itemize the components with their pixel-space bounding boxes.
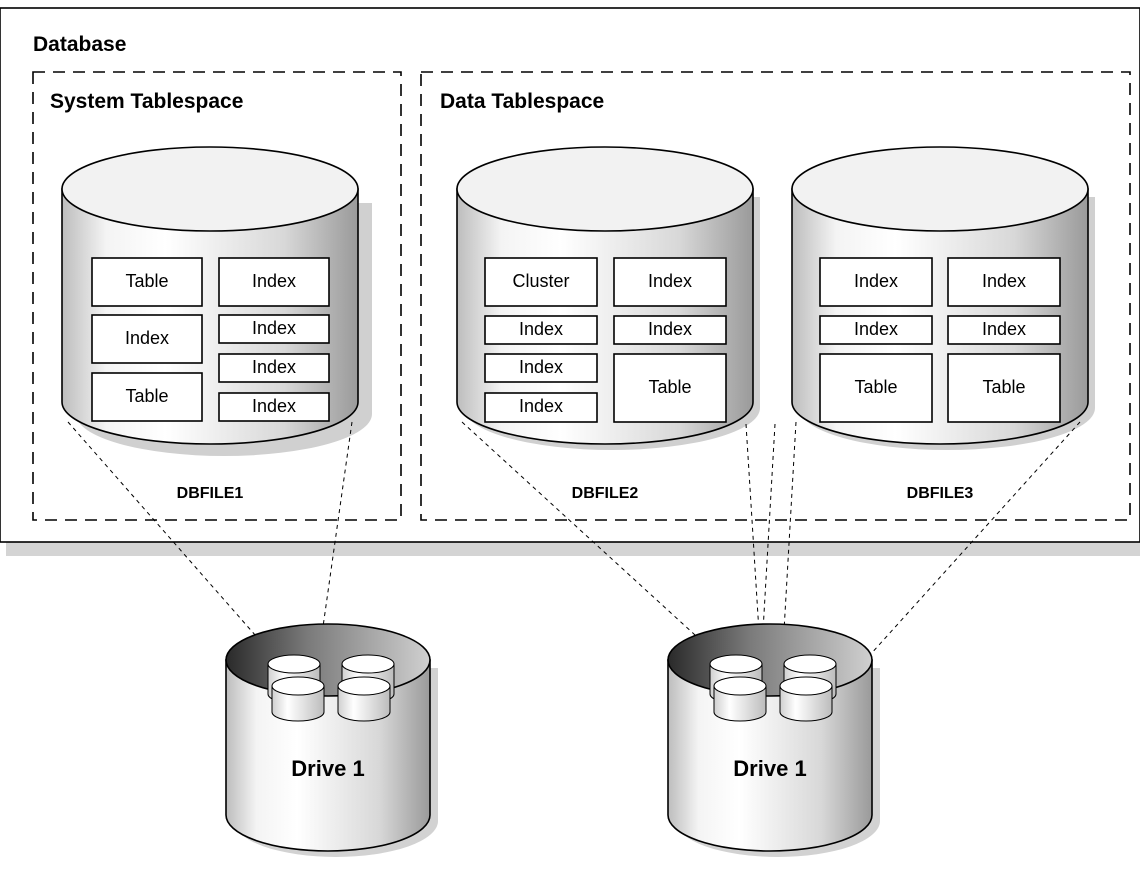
segment-box: Index [613,315,727,345]
disk-platter-icon [779,676,833,722]
svg-text:Index: Index [519,396,563,416]
svg-text:Index: Index [854,319,898,339]
segment-box: Cluster [484,257,598,307]
drive-label: Drive 1 [291,756,364,781]
segment-box: Index [218,392,330,422]
segment-box: Index [484,392,598,423]
connector-lines [67,421,1081,687]
disk-platter-icon [271,676,325,722]
system-tablespace: System Tablespace [32,71,402,521]
segment-box: Index [947,315,1061,345]
data-tablespace-title: Data Tablespace [440,90,604,113]
drive-left: Drive 1 [225,623,438,857]
segment-box: Index [484,315,598,345]
svg-text:Index: Index [519,319,563,339]
segment-box: Table [819,353,933,423]
database-title: Database [33,33,126,56]
svg-text:Table: Table [125,386,168,406]
segment-box: Index [613,257,727,307]
svg-text:Index: Index [252,396,296,416]
disk-platter-icon [337,676,391,722]
svg-text:Index: Index [252,271,296,291]
drive-label: Drive 1 [733,756,806,781]
segment-box: Index [484,353,598,383]
segment-box: Index [91,314,203,364]
segment-box: Index [218,314,330,344]
segment-box: Table [91,372,203,422]
svg-text:Cluster: Cluster [512,271,569,291]
segment-box: Index [218,257,330,307]
segment-box: Index [947,257,1061,307]
datafile-label: DBFILE1 [177,485,244,502]
svg-text:Index: Index [519,357,563,377]
segment-box: Index [218,353,330,383]
svg-text:Index: Index [982,319,1026,339]
segment-box: Table [91,257,203,307]
svg-text:Table: Table [982,377,1025,397]
system-tablespace-title: System Tablespace [50,90,243,113]
disk-platter-icon [713,676,767,722]
svg-text:Index: Index [648,319,692,339]
segment-box: Index [819,257,933,307]
datafile-label: DBFILE3 [907,485,974,502]
drive-right: Drive 1 [667,623,880,857]
datafile-label: DBFILE2 [572,485,639,502]
segment-box: Table [613,353,727,423]
svg-text:Index: Index [854,271,898,291]
segment-box: Index [819,315,933,345]
svg-text:Index: Index [125,328,169,348]
segment-box: Table [947,353,1061,423]
svg-text:Index: Index [252,318,296,338]
svg-text:Table: Table [125,271,168,291]
svg-text:Index: Index [648,271,692,291]
svg-text:Table: Table [648,377,691,397]
svg-text:Index: Index [982,271,1026,291]
svg-text:Table: Table [854,377,897,397]
svg-text:Index: Index [252,357,296,377]
data-tablespace: Data Tablespace [420,71,1131,521]
